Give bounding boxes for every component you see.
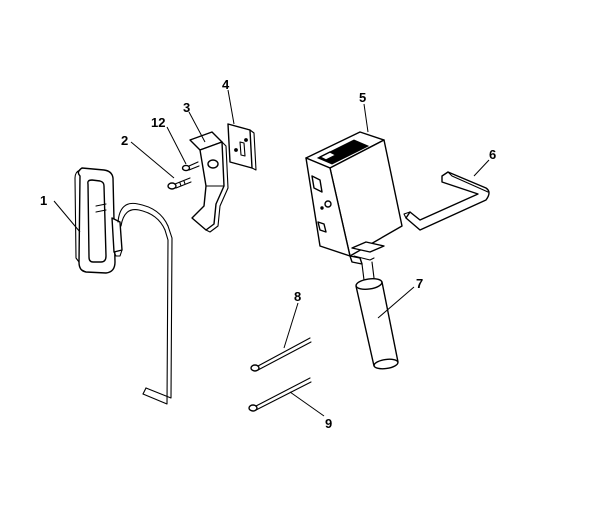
part-6-u-bracket [403,171,490,231]
callout-9: 9 [325,416,332,431]
part-4-switch-plate [227,123,257,171]
callout-labels: 1 2 3 4 5 6 7 8 9 12 [40,77,496,431]
callout-3: 3 [183,100,190,115]
leader-6 [473,159,490,177]
leader-lines [53,89,490,417]
callout-2: 2 [121,133,128,148]
callout-6: 6 [489,147,496,162]
part-5-motor-housing [305,131,403,265]
leader-3 [188,111,206,143]
leader-4 [227,89,235,125]
leader-8 [283,302,299,349]
callout-1: 1 [40,193,47,208]
leader-7 [377,286,415,319]
leader-9 [289,391,325,417]
part-7-tube [355,261,399,370]
part-2-screw [167,177,192,190]
leader-5 [363,103,369,133]
leader-2 [130,141,175,179]
leader-1 [53,200,81,233]
part-3-bracket [189,131,229,233]
callout-12: 12 [151,115,165,130]
callout-7: 7 [416,276,423,291]
callout-5: 5 [359,90,366,105]
part-1-handle-cord [74,167,173,405]
part-12-screw [181,161,200,172]
leader-12 [166,126,187,165]
part-8-cable-tie [250,337,312,372]
part-9-cable-tie [248,377,312,412]
callout-4: 4 [222,77,230,92]
callout-8: 8 [294,289,301,304]
